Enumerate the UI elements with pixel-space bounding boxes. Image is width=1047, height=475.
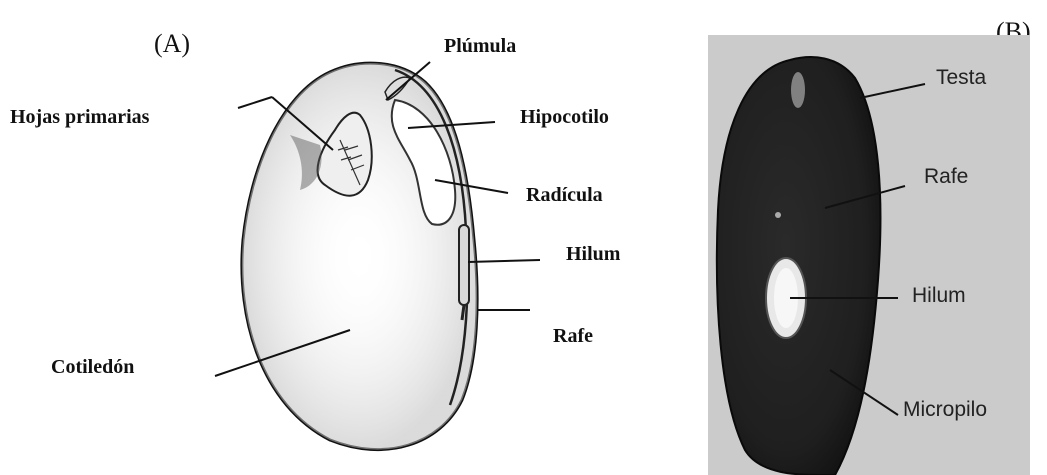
seed-b-highlight: [791, 72, 805, 108]
panel-b: (B) Testa Rafe Hilum Micropilo: [708, 17, 1031, 475]
hilum-structure: [459, 225, 469, 305]
label-testa: Testa: [936, 66, 987, 89]
label-cotiledon: Cotiledón: [51, 356, 134, 378]
label-hojas-primarias: Hojas primarias: [10, 106, 150, 128]
label-hipocotilo: Hipocotilo: [520, 106, 609, 128]
label-hilum: Hilum: [566, 243, 621, 265]
label-radicula: Radícula: [526, 184, 603, 206]
leader-hilum: [468, 260, 540, 262]
label-plumula: Plúmula: [444, 35, 516, 57]
panel-a: (A) Plúmula Hojas prim: [10, 29, 621, 450]
rafe-structure: [462, 305, 464, 320]
label-hilum-b: Hilum: [912, 284, 966, 307]
label-rafe: Rafe: [553, 325, 593, 347]
seed-b-rafe-dot: [775, 212, 781, 218]
panel-a-title: (A): [154, 29, 190, 58]
label-micropilo: Micropilo: [903, 398, 987, 421]
label-rafe-b: Rafe: [924, 165, 968, 188]
leader-hojas-primarias: [238, 97, 272, 108]
